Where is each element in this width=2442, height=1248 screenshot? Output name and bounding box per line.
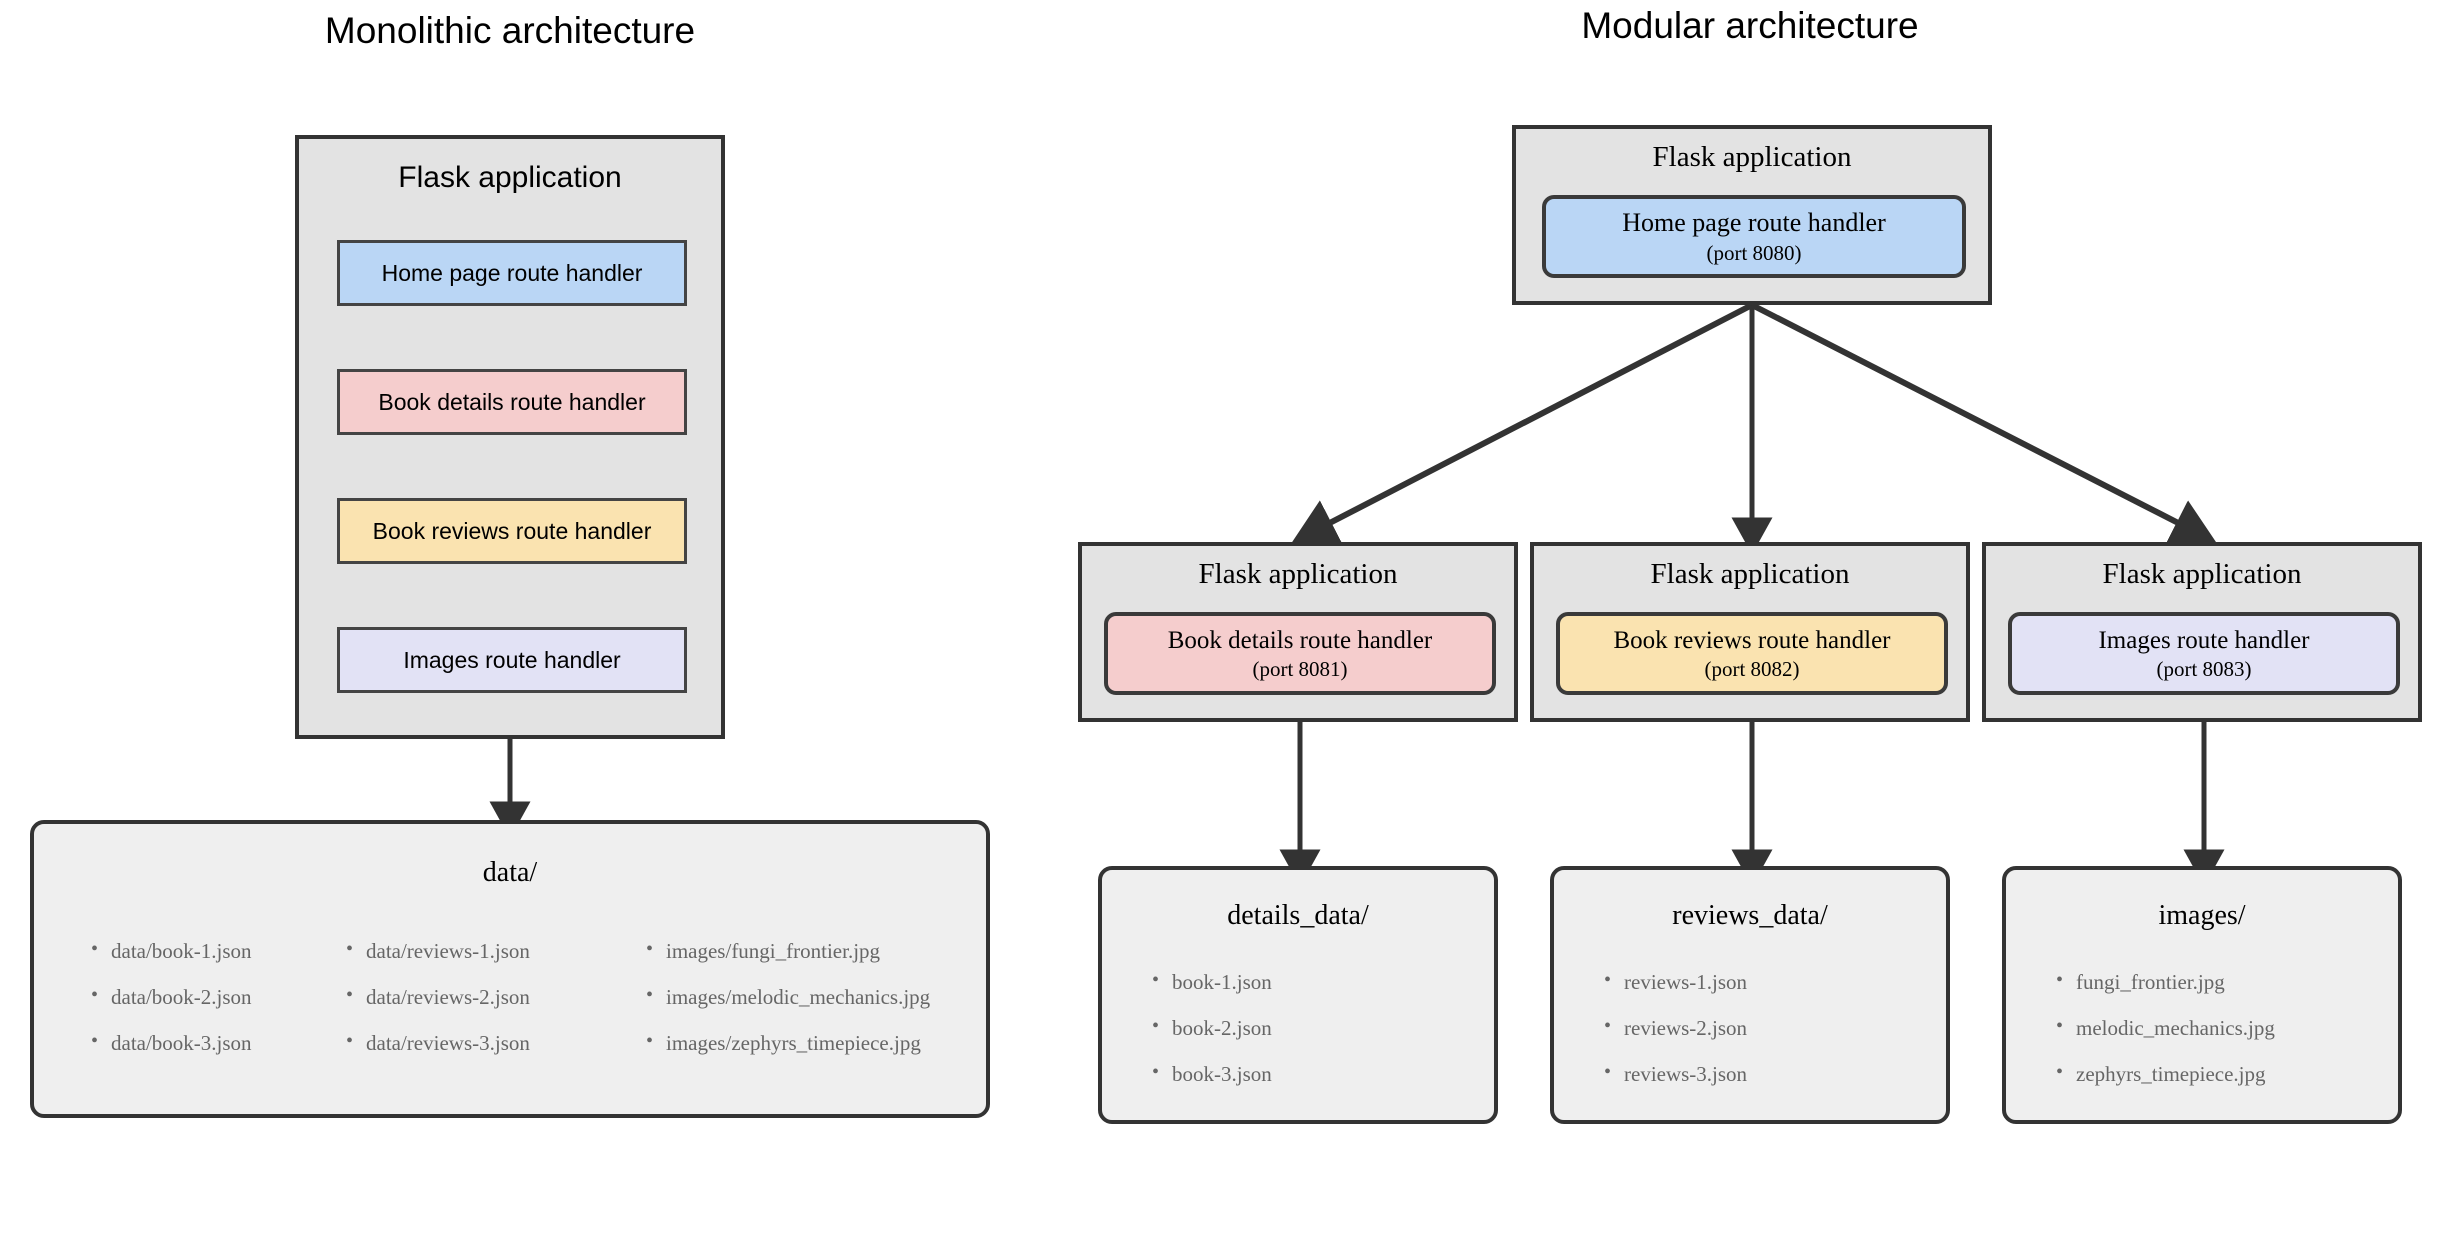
storage-reviews-data-files: reviews-1.json reviews-2.json reviews-3.… <box>1602 969 1747 1108</box>
list-item: book-1.json <box>1150 969 1272 995</box>
list-item: melodic_mechanics.jpg <box>2054 1015 2275 1041</box>
list-item: data/book-1.json <box>89 938 252 964</box>
handler-book-details-label: Book details route handler <box>378 388 646 415</box>
list-item: images/fungi_frontier.jpg <box>644 938 930 964</box>
data-file-column-images: images/fungi_frontier.jpg images/melodic… <box>644 938 930 1077</box>
list-item: zephyrs_timepiece.jpg <box>2054 1061 2275 1087</box>
modular-service-reviews: Flask application Book reviews route han… <box>1530 542 1970 722</box>
modular-service-images-app-label: Flask application <box>2102 558 2302 590</box>
list-item: reviews-3.json <box>1602 1061 1747 1087</box>
handler-book-reviews-service-label: Book reviews route handler <box>1613 626 1891 654</box>
handler-book-details-service[interactable]: Book details route handler (port 8081) <box>1104 612 1496 695</box>
modular-root-flask-app: Flask application Home page route handle… <box>1512 125 1992 305</box>
storage-details-data: details_data/ book-1.json book-2.json bo… <box>1098 866 1498 1124</box>
handler-images[interactable]: Images route handler <box>337 627 687 693</box>
list-item: book-2.json <box>1150 1015 1272 1041</box>
handler-home-page-service-port: (port 8080) <box>1706 240 1802 265</box>
monolithic-data-store-title: data/ <box>482 857 538 888</box>
data-file-column-reviews: data/reviews-1.json data/reviews-2.json … <box>344 938 530 1077</box>
handler-book-reviews[interactable]: Book reviews route handler <box>337 498 687 564</box>
data-file-column-books: data/book-1.json data/book-2.json data/b… <box>89 938 252 1077</box>
monolithic-app-label: Flask application <box>398 161 622 194</box>
monolithic-title: Monolithic architecture <box>324 10 696 51</box>
list-item: data/reviews-2.json <box>344 984 530 1010</box>
storage-images-title: images/ <box>2158 900 2246 931</box>
handler-book-reviews-service-port: (port 8082) <box>1704 657 1800 681</box>
modular-service-reviews-app-label: Flask application <box>1650 558 1850 590</box>
list-item: reviews-2.json <box>1602 1015 1747 1041</box>
handler-book-details[interactable]: Book details route handler <box>337 369 687 435</box>
handler-book-reviews-label: Book reviews route handler <box>372 517 652 544</box>
monolithic-flask-app: Flask application Home page route handle… <box>295 135 725 739</box>
handler-book-reviews-service[interactable]: Book reviews route handler (port 8082) <box>1556 612 1948 695</box>
modular-title: Modular architecture <box>1581 5 1919 46</box>
modular-service-details-app-label: Flask application <box>1198 558 1398 590</box>
monolithic-data-store: data/ data/book-1.json data/book-2.json … <box>30 820 990 1118</box>
handler-images-service-port: (port 8083) <box>2156 657 2252 681</box>
handler-images-service-label: Images route handler <box>2098 626 2310 654</box>
storage-images-files: fungi_frontier.jpg melodic_mechanics.jpg… <box>2054 969 2275 1108</box>
handler-home-page[interactable]: Home page route handler <box>337 240 687 306</box>
handler-home-page-service[interactable]: Home page route handler (port 8080) <box>1542 195 1966 278</box>
modular-root-app-label: Flask application <box>1652 141 1852 173</box>
handler-book-details-service-label: Book details route handler <box>1167 626 1433 654</box>
arrow-root-to-images <box>1750 302 2217 545</box>
list-item: fungi_frontier.jpg <box>2054 969 2275 995</box>
list-item: data/reviews-1.json <box>344 938 530 964</box>
storage-reviews-data-title: reviews_data/ <box>1672 900 1828 931</box>
list-item: data/book-2.json <box>89 984 252 1010</box>
list-item: images/melodic_mechanics.jpg <box>644 984 930 1010</box>
arrow-root-to-details <box>1291 302 1754 545</box>
handler-book-details-service-port: (port 8081) <box>1252 657 1348 681</box>
list-item: reviews-1.json <box>1602 969 1747 995</box>
modular-service-images: Flask application Images route handler (… <box>1982 542 2422 722</box>
modular-service-details: Flask application Book details route han… <box>1078 542 1518 722</box>
handler-images-service[interactable]: Images route handler (port 8083) <box>2008 612 2400 695</box>
storage-reviews-data: reviews_data/ reviews-1.json reviews-2.j… <box>1550 866 1950 1124</box>
list-item: data/reviews-3.json <box>344 1030 530 1056</box>
storage-details-data-files: book-1.json book-2.json book-3.json <box>1150 969 1272 1108</box>
list-item: images/zephyrs_timepiece.jpg <box>644 1030 930 1056</box>
list-item: book-3.json <box>1150 1061 1272 1087</box>
handler-images-label: Images route handler <box>403 646 621 673</box>
storage-details-data-title: details_data/ <box>1227 900 1369 931</box>
handler-home-page-service-label: Home page route handler <box>1622 208 1886 238</box>
handler-home-page-label: Home page route handler <box>381 259 643 286</box>
list-item: data/book-3.json <box>89 1030 252 1056</box>
storage-images: images/ fungi_frontier.jpg melodic_mecha… <box>2002 866 2402 1124</box>
